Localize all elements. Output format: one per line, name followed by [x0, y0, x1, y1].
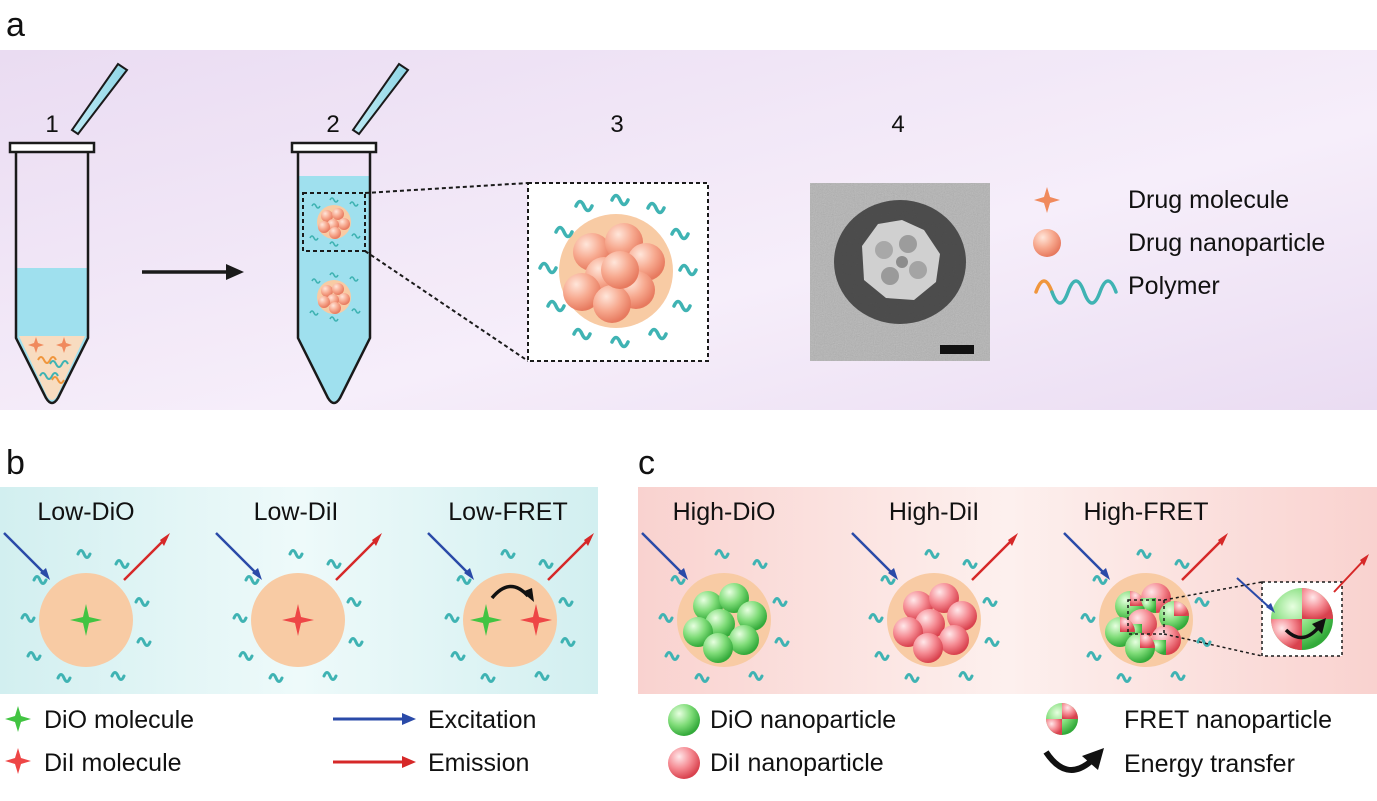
- legend-dio-molecule: DiO molecule: [44, 706, 194, 734]
- energy-transfer-icon: [490, 584, 534, 602]
- zoom-box-tube: [302, 192, 366, 252]
- high-dii-excitation-arrow: [851, 532, 898, 580]
- panel-a: a 1 2 3 4: [0, 6, 1377, 410]
- drug-molecules-icon: [28, 337, 72, 353]
- zoomed-nanoparticle: [527, 182, 709, 362]
- process-arrow-icon: [142, 264, 244, 280]
- legend-dii-nanoparticle: DiI nanoparticle: [710, 749, 884, 777]
- step-number-2: 2: [326, 111, 339, 138]
- dii-molecule-icon: [5, 748, 31, 774]
- polymer-shell: [538, 193, 698, 349]
- legend-drug-molecule: Drug molecule: [1128, 186, 1289, 214]
- zoom-connector-top: [364, 182, 529, 194]
- high-fret-particle: [1080, 549, 1212, 683]
- tube-2: [290, 62, 410, 405]
- fret-zoom-connector-top: [1163, 581, 1263, 601]
- drug-molecule-icon: [1034, 187, 1060, 213]
- high-dii-particle: [868, 549, 1000, 683]
- low-dii-emission-arrow: [335, 533, 382, 581]
- low-dio-emission-arrow: [123, 533, 170, 581]
- low-dio-excitation-arrow: [3, 532, 50, 580]
- legend-fret-nanoparticle: FRET nanoparticle: [1124, 706, 1332, 734]
- legend-polymer: Polymer: [1128, 272, 1220, 300]
- tem-micrograph: [810, 183, 990, 361]
- legend-excitation: Excitation: [428, 706, 536, 734]
- excitation-arrow-icon: [333, 713, 416, 725]
- legend-dio-nanoparticle: DiO nanoparticle: [710, 706, 896, 734]
- fret-nanoparticle-icon: [1046, 703, 1078, 735]
- step-number-1: 1: [45, 111, 58, 138]
- pipette-2-icon: [351, 62, 410, 136]
- fret-cluster: [1105, 583, 1189, 663]
- fret-zoom-connector-bottom: [1163, 633, 1263, 657]
- step-number-4: 4: [891, 111, 904, 138]
- fret-zoom-box: [1127, 599, 1165, 635]
- low-fret-excitation-arrow: [427, 532, 474, 580]
- legend-emission: Emission: [428, 749, 529, 777]
- legend-c: DiO nanoparticle DiI nanoparticle FRET n…: [668, 703, 1332, 779]
- polymer-icon: [1034, 279, 1118, 305]
- low-fret-particle: [444, 549, 576, 683]
- panel-b-letter: b: [6, 444, 25, 482]
- low-dio-particle: [20, 549, 152, 683]
- tube-2-nanoparticle-lower: [309, 272, 361, 322]
- high-dii-emission-arrow: [971, 533, 1018, 581]
- high-fret-excitation-arrow: [1063, 532, 1110, 580]
- legend-drug-nanoparticle: Drug nanoparticle: [1128, 229, 1325, 257]
- low-dii-particle: [232, 549, 364, 683]
- condition-low-dio: Low-DiO: [37, 498, 134, 526]
- panel-c-background: [638, 487, 1377, 694]
- panel-b: b Low-DiO Low-DiI Low-FRET: [0, 444, 598, 777]
- high-dio-particle: [658, 549, 790, 683]
- condition-low-dii: Low-DiI: [254, 498, 339, 526]
- drug-nanoparticle-icon: [1033, 229, 1061, 257]
- step-number-3: 3: [610, 111, 623, 138]
- condition-high-dii: High-DiI: [889, 498, 979, 526]
- fret-zoom-inset: [1236, 554, 1369, 657]
- condition-low-fret: Low-FRET: [448, 498, 567, 526]
- polymer-chains-icon: [37, 356, 69, 384]
- pipette-1-icon: [70, 62, 129, 136]
- dio-nanoparticle-icon: [668, 704, 700, 736]
- legend-dii-molecule: DiI molecule: [44, 749, 182, 777]
- energy-transfer-legend-icon: [1043, 748, 1104, 773]
- panel-c-letter: c: [638, 444, 655, 482]
- scale-bar: [940, 345, 974, 354]
- condition-high-fret: High-FRET: [1083, 498, 1208, 526]
- dio-molecule-icon: [5, 706, 31, 732]
- condition-high-dio: High-DiO: [673, 498, 776, 526]
- drug-nanoparticle-cluster: [563, 223, 665, 323]
- high-dio-excitation-arrow: [641, 532, 688, 580]
- legend-a: Drug molecule Drug nanoparticle Polymer: [1033, 186, 1325, 305]
- legend-b: DiO molecule DiI molecule Excitation Emi…: [5, 706, 536, 777]
- panel-a-letter: a: [6, 6, 25, 44]
- low-dii-excitation-arrow: [215, 532, 262, 580]
- tube-2-nanoparticle-upper: [309, 197, 361, 247]
- legend-energy-transfer: Energy transfer: [1124, 750, 1295, 778]
- high-fret-emission-arrow: [1181, 533, 1228, 581]
- dii-nanoparticle-icon: [668, 747, 700, 779]
- emission-arrow-icon: [333, 756, 416, 768]
- tube-1: [8, 62, 129, 405]
- panel-c: c High-DiO High-DiI High-FRET: [638, 444, 1377, 779]
- low-fret-emission-arrow: [547, 533, 594, 581]
- zoom-connector-bottom: [364, 250, 529, 362]
